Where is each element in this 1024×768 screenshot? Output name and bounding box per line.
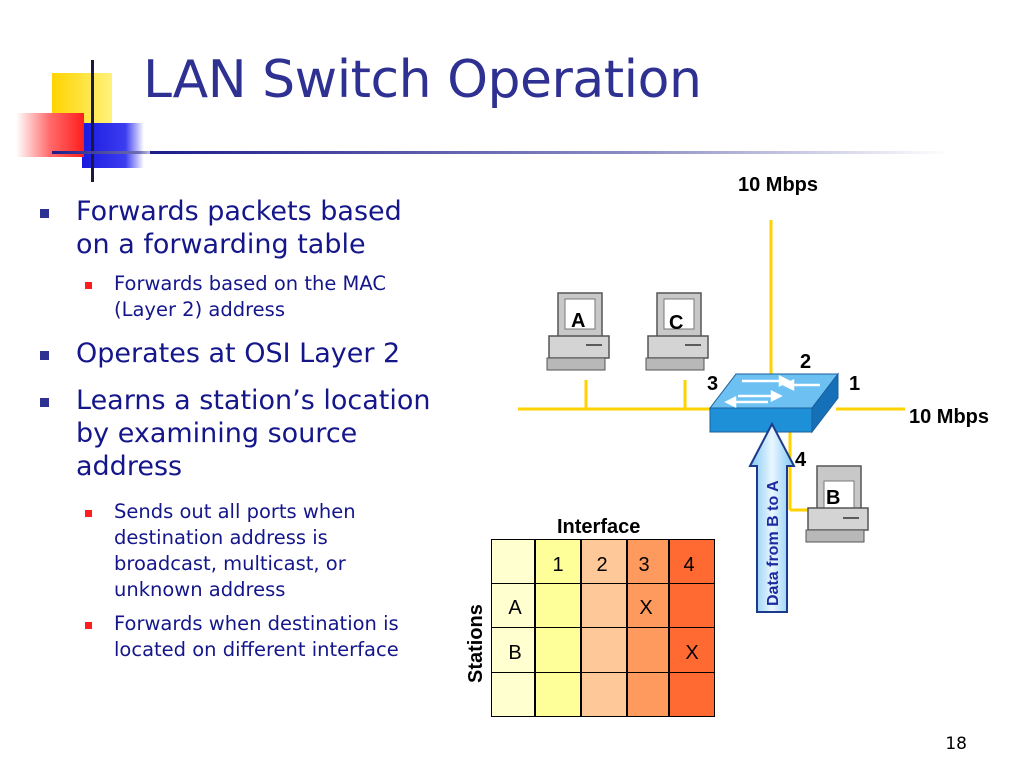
table-column-4 (669, 539, 715, 717)
computer-c-label: C (669, 312, 683, 334)
row-divider (491, 627, 715, 628)
table-station-b: B (508, 642, 522, 664)
sub-bullet-marker (85, 282, 92, 289)
table-column-1 (535, 539, 581, 717)
slide-logo (16, 60, 160, 182)
sub-bullet-marker (85, 510, 92, 517)
sub-bullet-3-2: Forwards when destination is located on … (114, 612, 399, 661)
table-mark: X (685, 642, 699, 664)
port-label-2: 2 (800, 351, 811, 373)
forwarding-table: 1 2 3 4 A B X X (491, 539, 715, 717)
bullet-marker (40, 398, 49, 407)
sub-bullet-marker (85, 622, 92, 629)
table-col-label: 4 (683, 554, 695, 576)
bullet-1: Forwards packets based on a forwarding t… (76, 196, 402, 260)
speed-label-right: 10 Mbps (909, 406, 989, 428)
table-col-label: 2 (596, 554, 608, 576)
page-number: 18 (945, 734, 967, 754)
table-column-3 (627, 539, 669, 717)
table-station-column (491, 539, 535, 717)
table-col-label: 1 (552, 554, 564, 576)
table-mark: X (639, 597, 653, 619)
title-underline (150, 151, 950, 154)
bullet-3: Learns a station’s location by examining… (76, 385, 431, 482)
computer-c-icon (645, 292, 709, 371)
computer-b-icon (805, 465, 869, 543)
computer-b-label: B (826, 487, 840, 509)
port-label-1: 1 (849, 373, 860, 395)
data-flow-arrow (748, 421, 796, 613)
computer-a-icon (546, 292, 610, 371)
network-cables (518, 220, 905, 512)
bullet-2: Operates at OSI Layer 2 (76, 338, 401, 369)
switch-icon (708, 372, 840, 434)
computer-a-label: A (571, 310, 585, 332)
row-divider (491, 672, 715, 673)
bullet-marker (40, 351, 49, 360)
port-label-3: 3 (707, 373, 718, 395)
port-label-4: 4 (795, 449, 807, 471)
table-col-label: 3 (638, 554, 650, 576)
table-column-2 (581, 539, 627, 717)
sub-bullet-3-1: Sends out all ports when destination add… (114, 500, 356, 601)
bullet-marker (40, 209, 49, 218)
row-divider (491, 583, 715, 584)
arrow-label: Data from B to A (765, 480, 782, 606)
table-station-a: A (508, 597, 522, 619)
table-col-header: Interface (557, 516, 640, 538)
sub-bullet-1-1: Forwards based on the MAC (Layer 2) addr… (114, 272, 386, 321)
speed-label-top: 10 Mbps (738, 174, 818, 196)
page-title: LAN Switch Operation (143, 50, 702, 110)
table-row-header: Stations (465, 604, 487, 683)
